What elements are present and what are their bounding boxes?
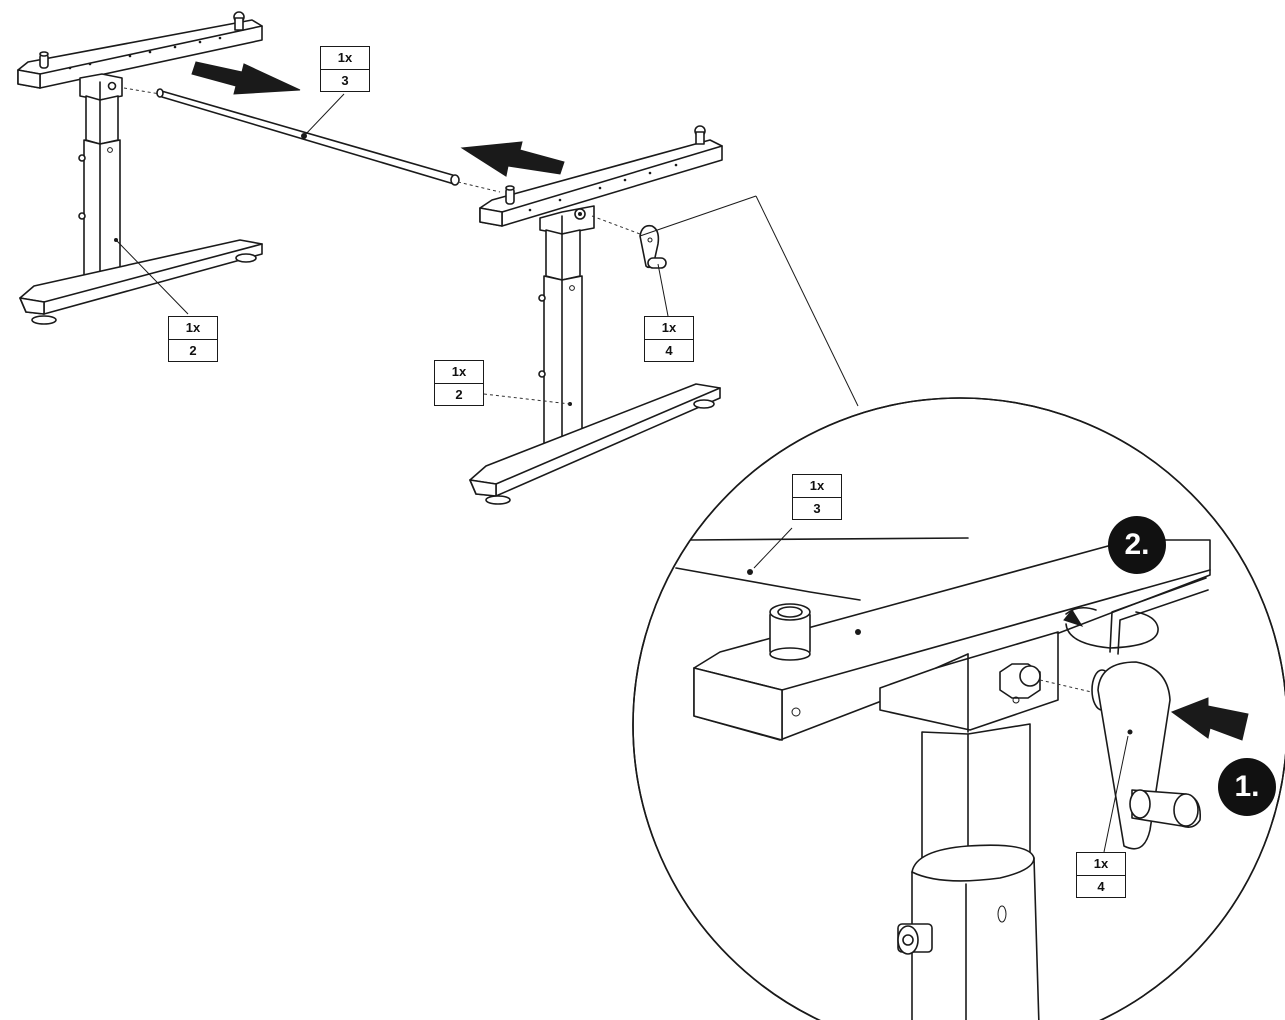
left-column [79,96,120,284]
detail-column [898,724,1040,1020]
step-badge-2: 2. [1108,516,1166,574]
right-leg-assembly [470,126,722,504]
slide-arrow-left [462,142,564,176]
insert-arrow-icon [1172,698,1248,740]
part-number: 3 [813,500,821,516]
part-qty: 1x [169,317,217,340]
part-label-detail-crank: 1x 4 [1076,852,1126,898]
slide-arrow-right [192,62,300,94]
detail-crossbar-tube [676,538,968,600]
part-number: 4 [665,342,673,358]
part-number: 2 [455,386,463,402]
detail-motor-housing [880,632,1100,732]
left-bar-holes [68,36,222,70]
hex-key-icon [1064,578,1208,654]
detail-top-bar [694,540,1210,740]
right-foot [470,384,720,504]
crossbar [124,88,500,192]
step-number: 1. [1234,770,1260,803]
step-badge-1: 1. [1218,758,1276,816]
part-label-left-leg: 1x 2 [168,316,218,362]
left-top-bar [18,12,262,100]
left-leg-assembly [18,12,262,324]
right-column [539,230,582,450]
part-number: 3 [341,72,349,88]
part-label-detail-crossbar: 1x 3 [792,474,842,520]
overview-leaders [116,94,858,406]
step-number: 2. [1124,528,1150,561]
part-qty: 1x [321,47,369,70]
part-label-crossbar: 1x 3 [320,46,370,92]
part-number: 4 [1097,878,1105,894]
right-top-bar [480,126,722,234]
left-foot [20,240,262,324]
detail-view [633,398,1285,1020]
crank-handle-small [592,216,666,268]
part-label-crank: 1x 4 [644,316,694,362]
detail-crank-handle [1092,662,1200,849]
part-qty: 1x [645,317,693,340]
part-qty: 1x [435,361,483,384]
part-qty: 1x [793,475,841,498]
part-number: 2 [189,342,197,358]
part-qty: 1x [1077,853,1125,876]
part-label-right-leg: 1x 2 [434,360,484,406]
right-bar-holes [528,163,678,212]
